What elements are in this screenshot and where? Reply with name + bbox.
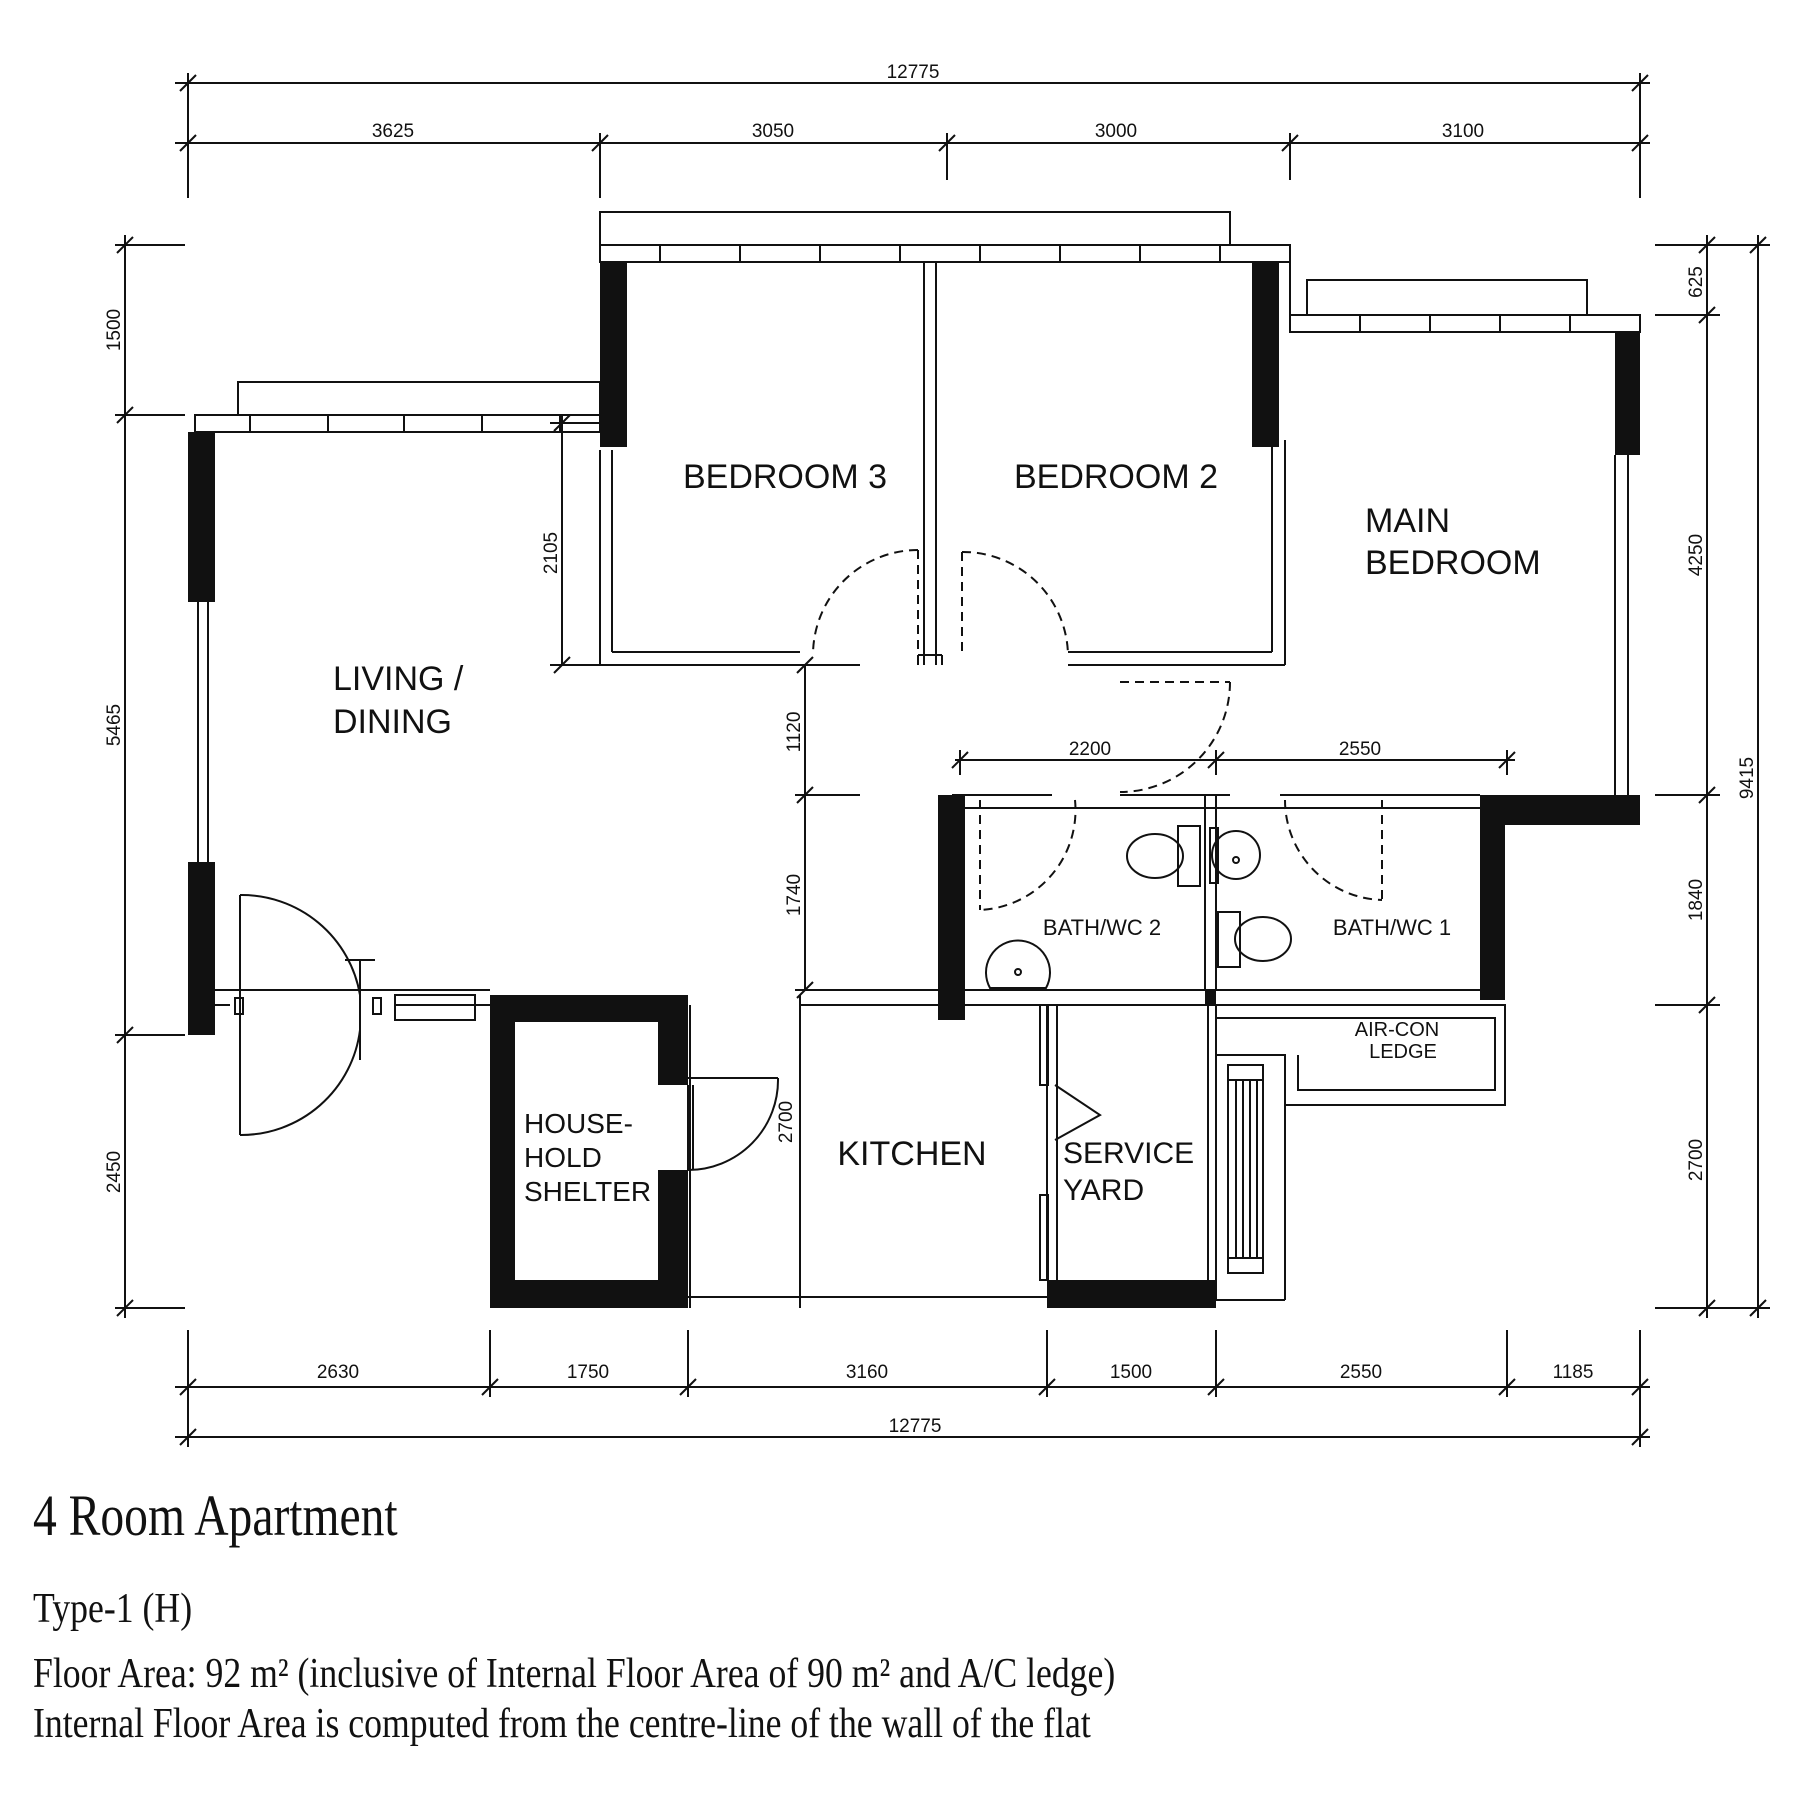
- dim-top-seg-3: 3000: [1095, 121, 1137, 142]
- dim-left-1: 1500: [104, 309, 125, 351]
- dim-top-seg-1: 3625: [372, 121, 414, 142]
- dim-living-bedroom: 2105: [541, 532, 562, 574]
- room-labels: BEDROOM 3 BEDROOM 2 MAIN BEDROOM LIVING …: [333, 458, 1541, 1207]
- dim-bath2-width: 2200: [1069, 739, 1111, 760]
- bedroom3-label: BEDROOM 3: [683, 458, 887, 496]
- service-yard-label-1: SERVICE: [1063, 1137, 1194, 1170]
- main-bedroom-label-1: MAIN: [1365, 502, 1450, 540]
- dim-right-1: 625: [1686, 266, 1707, 298]
- dim-bottom-seg-4: 1500: [1110, 1362, 1152, 1383]
- solid-walls: [188, 262, 1640, 1308]
- dim-right-total: 9415: [1737, 757, 1758, 799]
- dim-corridor-top: 1120: [784, 712, 805, 753]
- dim-left-3: 2450: [104, 1151, 125, 1193]
- shelter-label-3: SHELTER: [524, 1176, 651, 1207]
- dim-top-seg-2: 3050: [752, 121, 794, 142]
- floor-area-text: Floor Area: 92 m² (inclusive of Internal…: [33, 1651, 1116, 1697]
- plan-title: 4 Room Apartment: [33, 1483, 398, 1548]
- dim-top-total: 12775: [887, 62, 940, 83]
- living-label-2: DINING: [333, 703, 452, 741]
- area-note-text: Internal Floor Area is computed from the…: [33, 1701, 1091, 1747]
- kitchen-label: KITCHEN: [837, 1135, 986, 1173]
- dim-bottom-seg-5: 2550: [1340, 1362, 1382, 1383]
- walls: [188, 211, 1641, 1308]
- aircon-ledge-label-2: LEDGE: [1369, 1041, 1437, 1063]
- dim-corridor-bottom: 1740: [784, 874, 805, 916]
- door-swings: [805, 549, 1383, 1006]
- entrance-door: [239, 893, 1102, 1171]
- dim-right-4: 2700: [1686, 1139, 1707, 1181]
- shelter-label-2: HOLD: [524, 1142, 602, 1173]
- living-label-1: LIVING /: [333, 660, 464, 698]
- plan-type: Type-1 (H): [33, 1586, 193, 1632]
- dim-bottom-seg-6: 1185: [1553, 1362, 1594, 1383]
- dim-top-seg-4: 3100: [1442, 121, 1484, 142]
- service-yard-label-2: YARD: [1063, 1174, 1144, 1207]
- dim-bath1-width: 2550: [1339, 739, 1381, 760]
- shelter-label-1: HOUSE-: [524, 1108, 633, 1139]
- main-bedroom-label-2: BEDROOM: [1365, 544, 1541, 582]
- dim-kitchen: 2700: [776, 1101, 797, 1143]
- bath2-label: BATH/WC 2: [1043, 915, 1161, 940]
- dim-bottom-seg-2: 1750: [567, 1362, 609, 1383]
- aircon-ledge-label-1: AIR-CON: [1355, 1019, 1439, 1041]
- bath1-label: BATH/WC 1: [1333, 915, 1451, 940]
- dimension-lines: [115, 73, 1770, 1447]
- dim-right-3: 1840: [1686, 879, 1707, 921]
- sanitary-fixtures: [985, 825, 1292, 989]
- dim-bottom-seg-1: 2630: [317, 1362, 359, 1383]
- dim-right-2: 4250: [1686, 534, 1707, 576]
- dim-left-2: 5465: [104, 704, 125, 746]
- dimension-labels: 12775 3625 3050 3000 3100 2630 1750 3160…: [104, 62, 1758, 1437]
- dim-bottom-seg-3: 3160: [846, 1362, 888, 1383]
- bedroom2-label: BEDROOM 2: [1014, 458, 1218, 496]
- dim-bottom-total: 12775: [889, 1416, 942, 1437]
